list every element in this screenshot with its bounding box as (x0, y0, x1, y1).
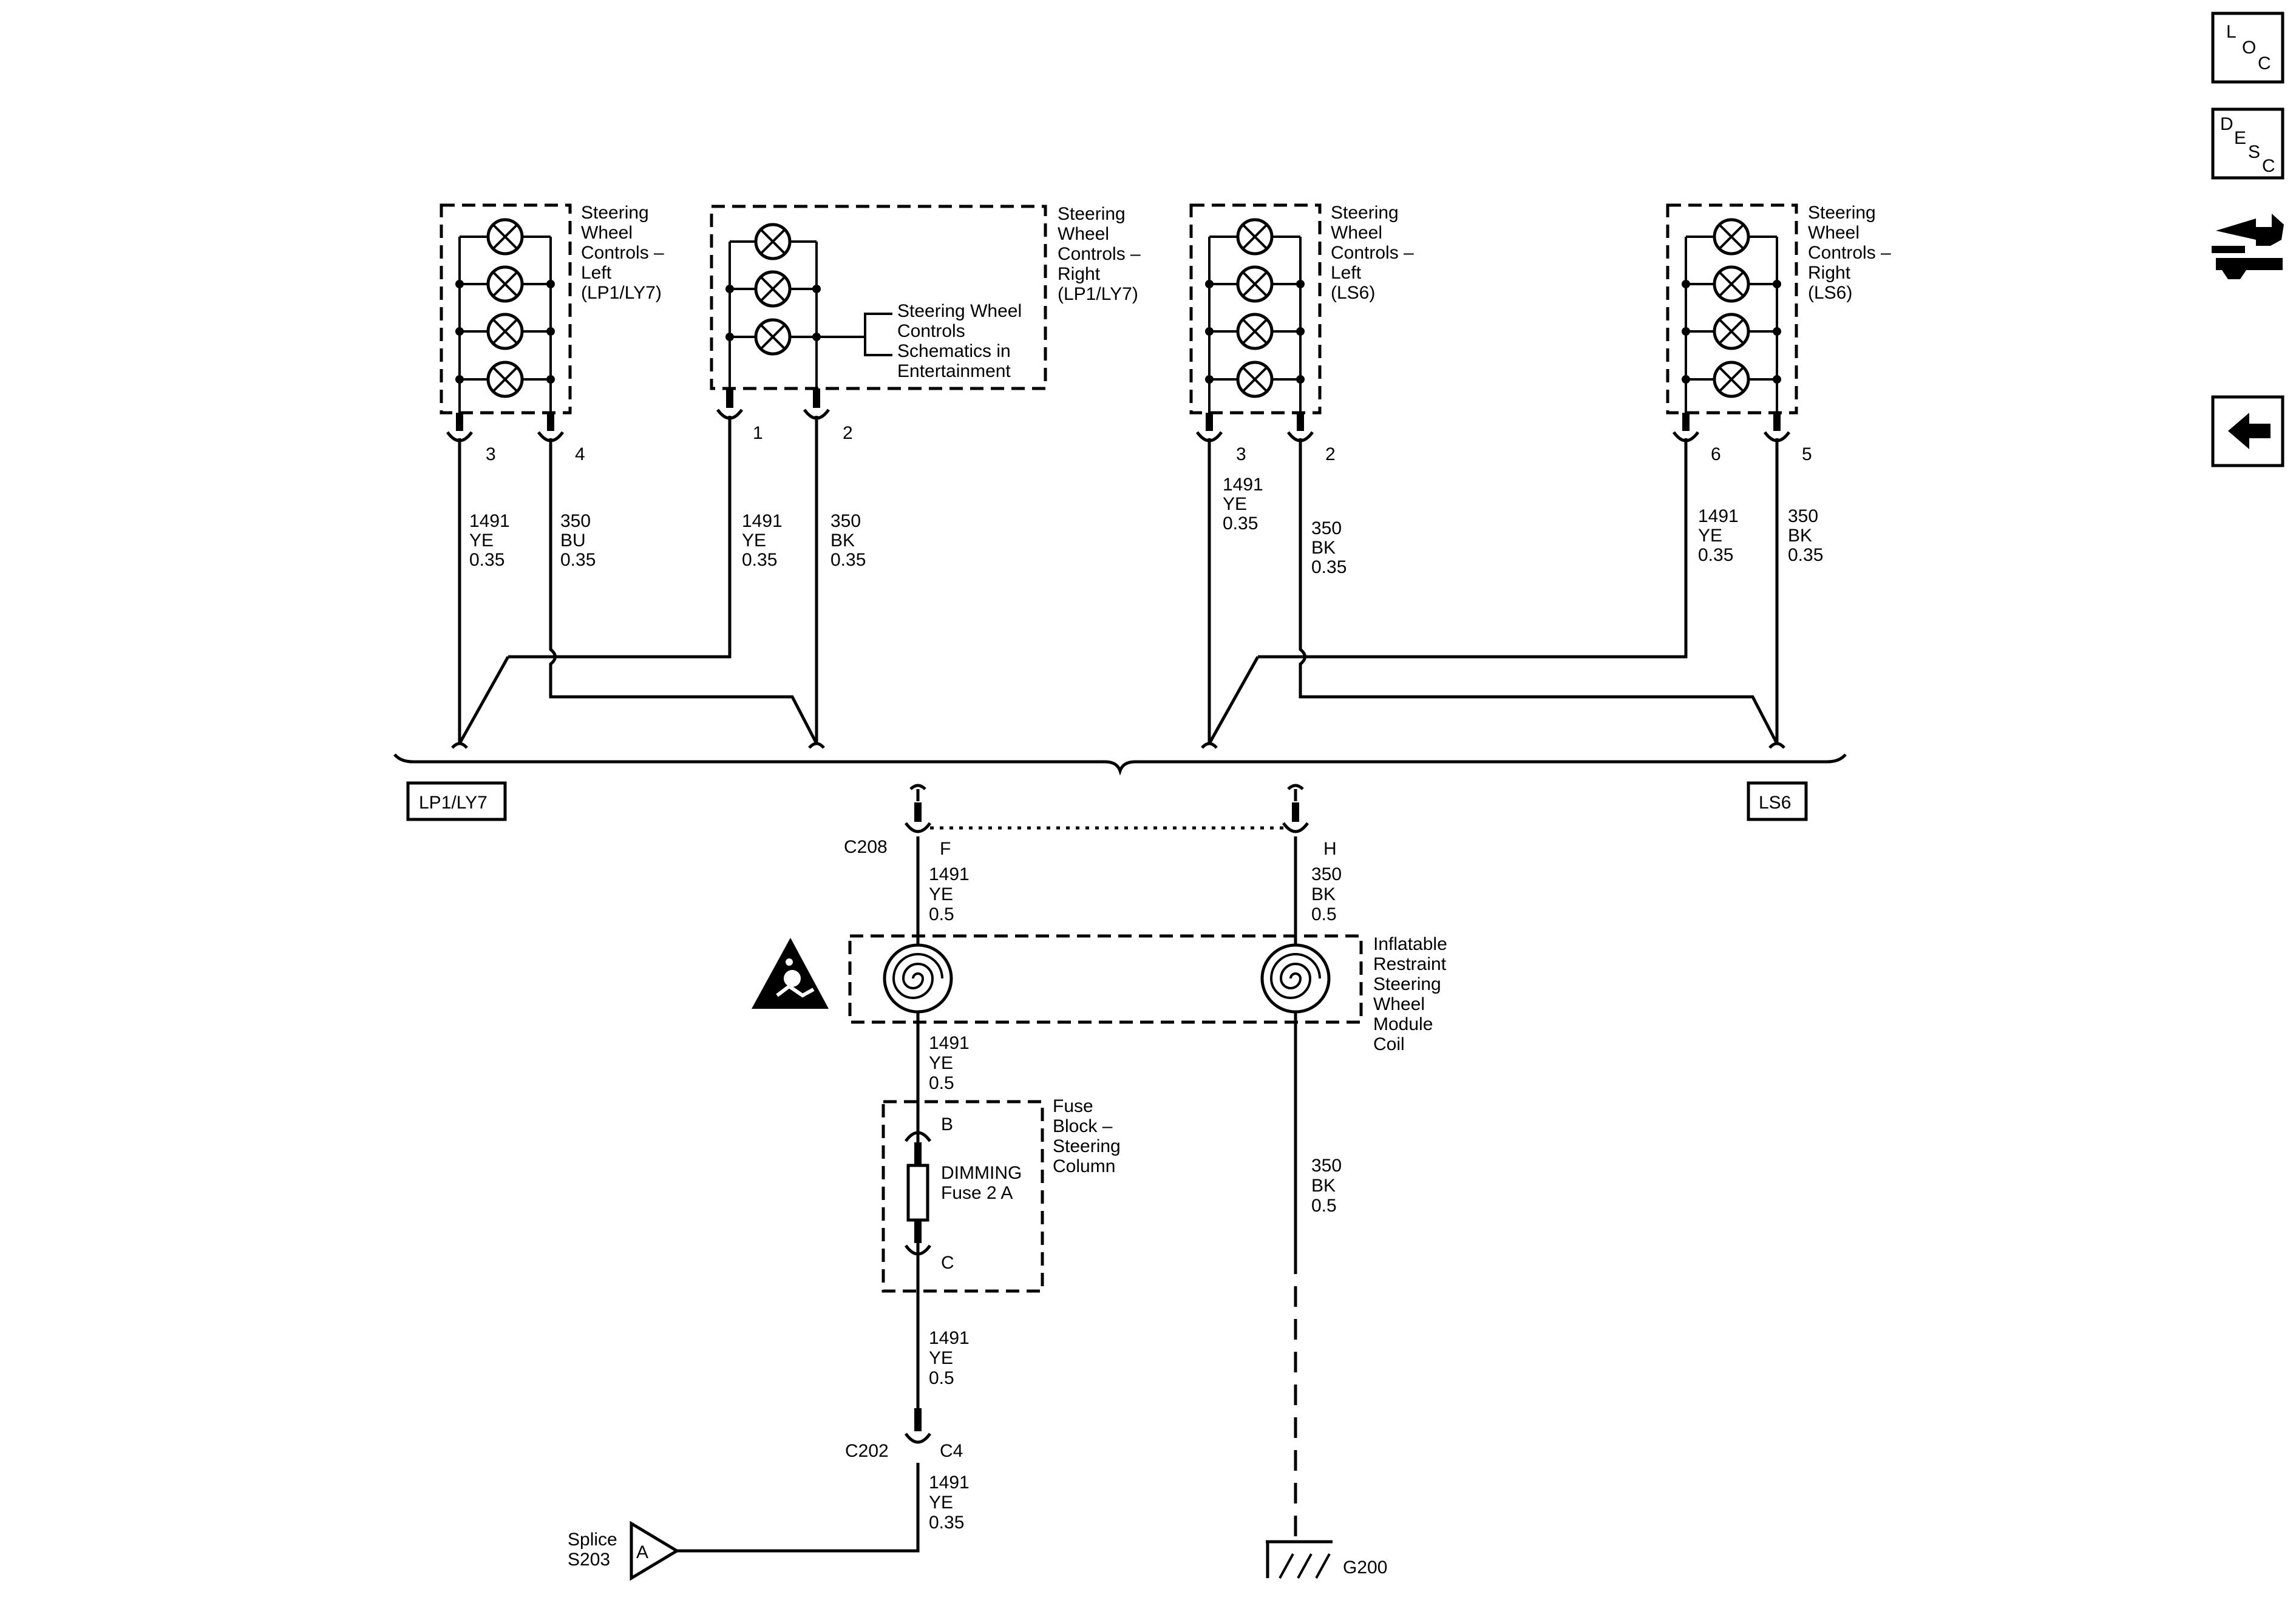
fuse-icon (906, 1164, 929, 1222)
connector-repair-icon[interactable] (2212, 214, 2284, 279)
loc-letter-o: O (2242, 38, 2256, 58)
c208-connector (904, 784, 1309, 833)
option-lp1-badge: LP1/LY7 (406, 781, 507, 821)
pin-label: F (940, 839, 951, 859)
pin-label: 2 (1325, 444, 1336, 464)
lamp-icon (486, 218, 524, 398)
desc-letter-d: D (2220, 114, 2233, 134)
ground-label: G200 (1343, 1558, 1387, 1578)
loc-button[interactable]: L O C (2211, 12, 2284, 84)
splice-letter: A (636, 1542, 648, 1562)
fuse-block (881, 1100, 1044, 1293)
lamp-icon (754, 223, 792, 356)
pin-label: 3 (486, 444, 496, 464)
loc-letter-c: C (2258, 53, 2271, 73)
wires-bottom (677, 836, 1297, 1553)
clockspring-icon (883, 943, 953, 1014)
swc-left-lp1-module (440, 203, 572, 422)
pin-label: C (941, 1253, 954, 1273)
option-ls6-label: LS6 (1759, 793, 1791, 813)
swc-right-lp1-label: Steering Wheel Controls – Right (LP1/LY7… (1058, 204, 1146, 304)
swc-right-lp1-module (710, 205, 1047, 401)
desc-letter-e: E (2234, 128, 2246, 148)
airbag-warning-icon[interactable] (752, 938, 829, 1009)
splice-s203[interactable]: A (630, 1520, 680, 1581)
coil-label: Inflatable Restraint Steering Wheel Modu… (1373, 934, 1452, 1054)
desc-button[interactable]: D E S C (2211, 107, 2284, 180)
pin-label: 2 (843, 423, 853, 443)
pin-label: 4 (575, 444, 585, 464)
desc-letter-c: C (2262, 156, 2275, 176)
wires-top (451, 416, 1785, 749)
lamp-icon (1713, 218, 1750, 398)
coil-module (848, 934, 1363, 1024)
swc-left-ls6-module (1189, 203, 1322, 422)
pin-label: 1 (753, 423, 763, 443)
splice-label: Splice S203 (568, 1530, 622, 1570)
back-button[interactable] (2211, 395, 2284, 467)
ground-icon (1266, 1540, 1333, 1579)
fuse-label: DIMMING Fuse 2 A (941, 1163, 1027, 1203)
option-ls6-badge: LS6 (1747, 781, 1808, 821)
lamp-icon (1236, 218, 1274, 398)
swc-right-ls6-label: Steering Wheel Controls – Right (LS6) (1808, 203, 1896, 303)
entertainment-reference-label[interactable]: Steering Wheel Controls Schematics in En… (897, 301, 1027, 381)
arrow-left-icon (2228, 413, 2271, 449)
pin-label: 5 (1802, 444, 1812, 464)
connector-terminals (446, 388, 1791, 442)
c202-label: C202 (845, 1441, 889, 1461)
c208-label: C208 (844, 837, 888, 857)
c202-connector (904, 1408, 932, 1444)
pin-label: H (1323, 839, 1337, 859)
pin-label: C4 (940, 1441, 963, 1461)
fuse-block-label: Fuse Block – Steering Column (1053, 1096, 1126, 1176)
option-lp1-label: LP1/LY7 (419, 793, 487, 813)
option-brace (393, 753, 1847, 776)
pin-label: 6 (1711, 444, 1721, 464)
clockspring-icon (1260, 943, 1331, 1014)
swc-left-ls6-label: Steering Wheel Controls – Left (LS6) (1331, 203, 1419, 303)
pin-label: B (941, 1114, 953, 1134)
swc-right-ls6-module (1666, 203, 1798, 422)
pin-label: 3 (1236, 444, 1246, 464)
swc-left-lp1-label: Steering Wheel Controls – Left (LP1/LY7) (581, 203, 669, 303)
loc-letter-l: L (2226, 22, 2237, 42)
desc-letter-s: S (2248, 142, 2260, 162)
